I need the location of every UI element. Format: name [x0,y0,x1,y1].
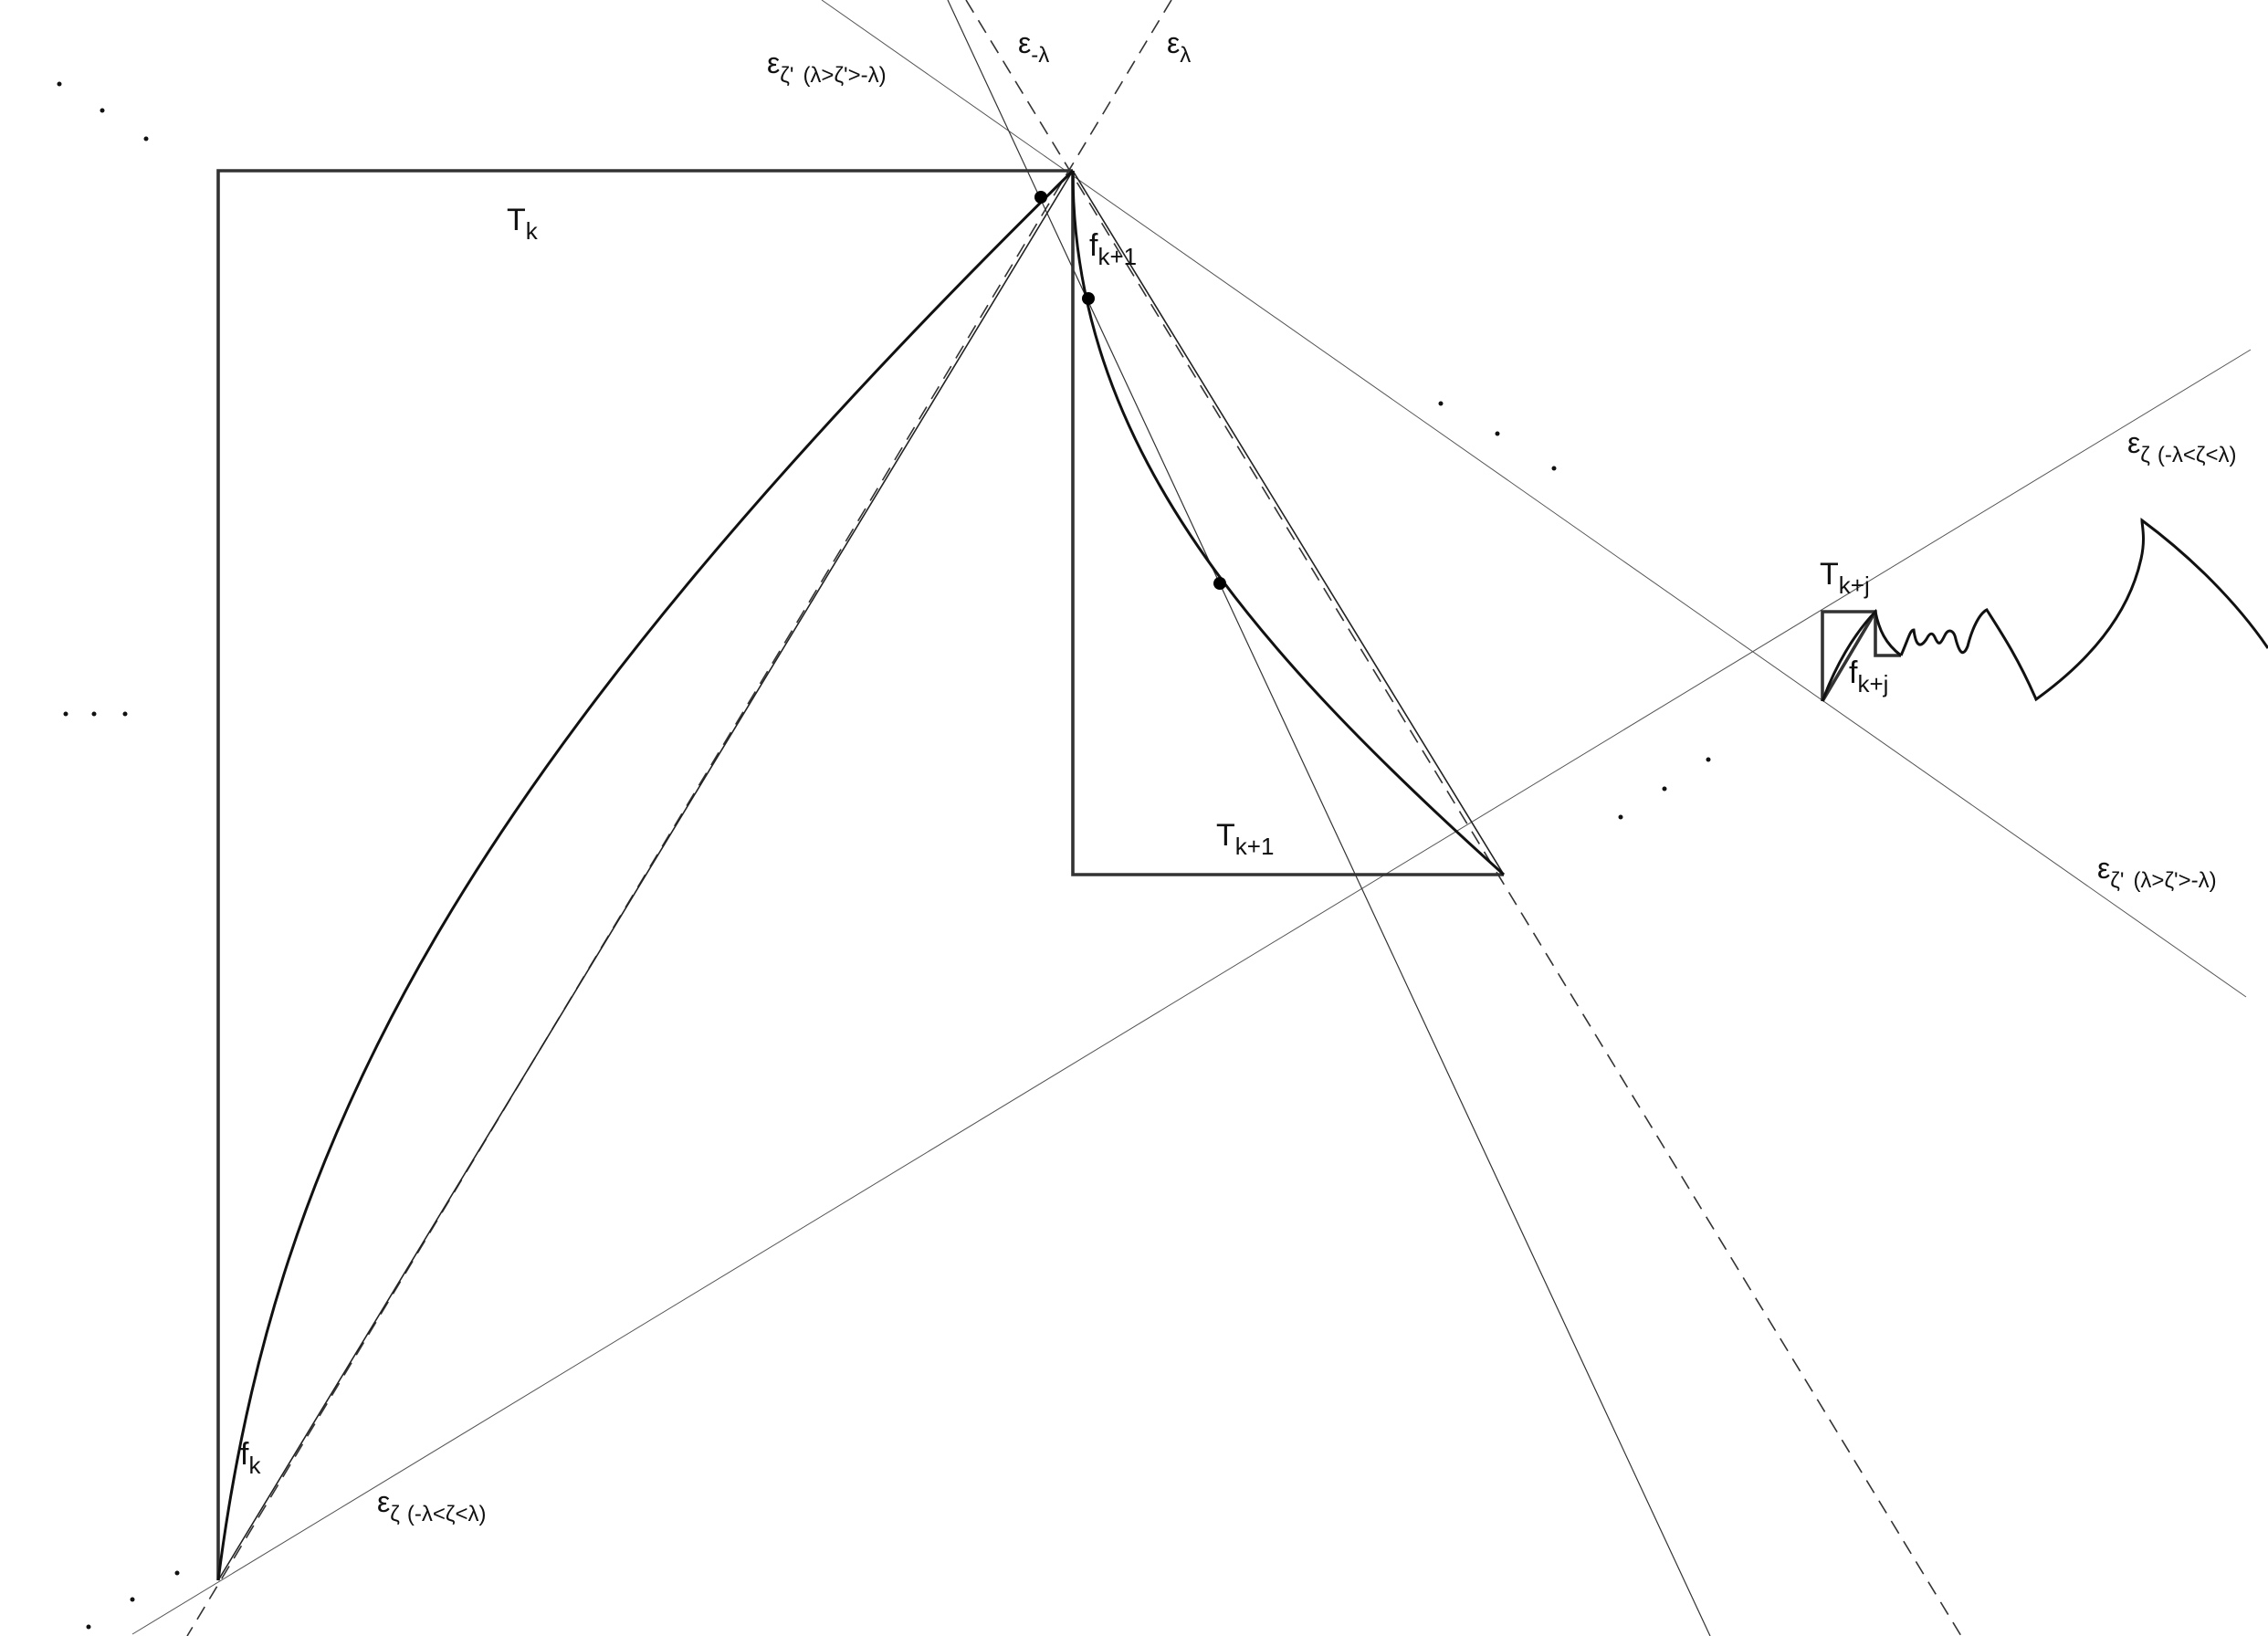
label-Tkj: Tk+j [1820,557,1870,599]
ellipsis-dot [122,711,128,717]
ellipsis-dot [91,711,97,717]
label-Tk1: Tk+1 [1216,818,1274,860]
label-Tk: Tk [507,203,539,245]
intersection-dot [1034,191,1047,204]
label-group: Tk Tk+1 Tk+j fk fk+1 fk+j ε-λ ελ εζ'(λ>ζ… [240,26,2236,1526]
ellipsis-dot [130,1597,135,1602]
ellipsis-dot [174,1570,180,1576]
curve-fk1 [1071,170,1506,876]
label-eps-zeta-prime-top: εζ'(λ>ζ'>-λ) [767,47,887,88]
label-fkj: fk+j [1849,655,1888,697]
curve-group [216,169,2268,1581]
box-group [216,169,1901,1580]
intersection-dot [1213,577,1226,590]
ellipsis-dot [63,711,68,717]
chord-fk1 [1072,170,1505,876]
label-eps-zeta-bottom: εζ(-λ<ζ<λ) [377,1485,486,1526]
box-Tk1 [1071,171,1504,876]
ellipsis-dot [143,136,149,142]
ellipsis-dots [57,81,1711,1630]
label-fk: fk [240,1437,261,1479]
ellipsis-dot [1662,786,1667,792]
ellipsis-dot [57,81,62,87]
label-fk1: fk+1 [1089,228,1137,270]
line-eps-zeta-prime [821,0,2247,998]
curve-fkj [1821,608,1902,702]
label-eps-zeta-prime-right: εζ'(λ>ζ'>-λ) [2097,852,2217,893]
ellipsis-dot [1706,757,1711,762]
line-eps-minus-lambda [965,0,1962,1636]
line-eps-lambda [186,0,1172,1636]
intersection-points [1034,191,1226,590]
box-Tk [216,169,1073,1580]
ellipsis-dot [100,108,105,113]
ellipsis-dot [1551,466,1557,471]
ellipsis-dot [86,1624,91,1630]
ellipsis-dot [1438,401,1444,406]
label-eps-zeta-right: εζ(-λ<ζ<λ) [2127,426,2236,467]
curve-sequence [1899,518,2268,702]
line-steep-solid [947,0,1711,1636]
ellipsis-dot [1618,814,1623,820]
intersection-dot [1082,292,1095,305]
label-eps-lambda: ελ [1167,26,1191,68]
construction-lines [131,0,2252,1636]
line-eps-zeta [131,349,2252,1635]
chord-fk [217,170,1074,1581]
label-eps-minus-lambda: ε-λ [1018,26,1049,68]
ellipsis-dot [1495,431,1500,436]
box-Tkj-chord [1821,611,1877,702]
curve-fk [216,169,1075,1581]
